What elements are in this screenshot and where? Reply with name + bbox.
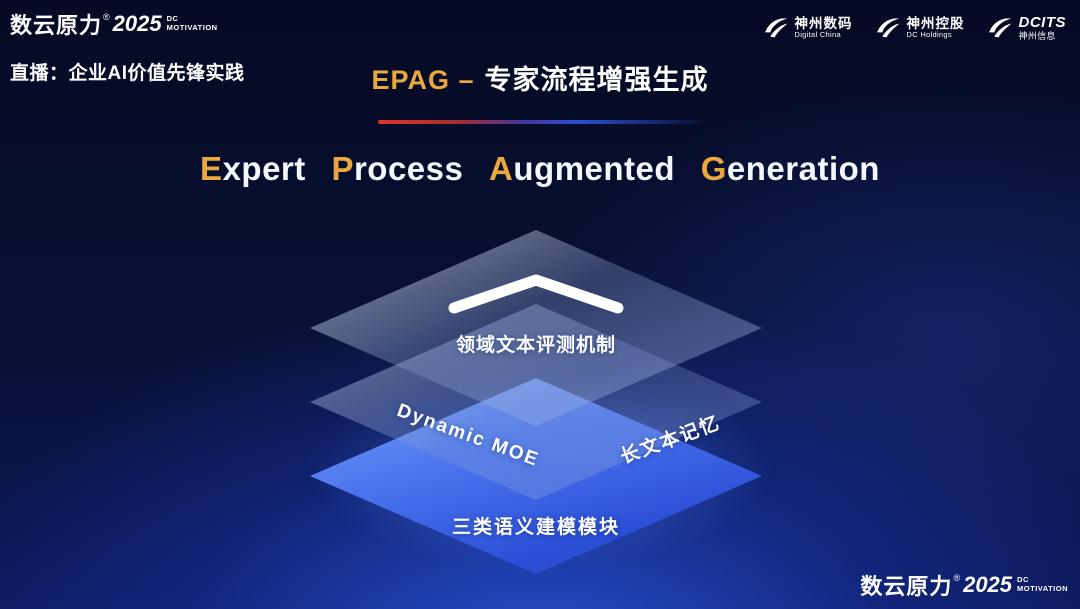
brand-sub-dc: DC bbox=[166, 14, 179, 24]
partner-subname: 神州信息 bbox=[1018, 31, 1056, 42]
brand-year: 2025 bbox=[112, 11, 162, 36]
chevron-up-icon bbox=[448, 274, 624, 314]
brand-sub-dc: DC bbox=[1017, 575, 1029, 585]
partner-text: 神州控股 DC Holdings bbox=[907, 16, 965, 40]
subtitle-word-initial: A bbox=[489, 150, 514, 187]
brand-name: 数云原力 bbox=[10, 13, 103, 38]
layer-semantic-label: 三类语义建模模块 bbox=[451, 517, 620, 538]
subtitle-word-initial: G bbox=[700, 150, 727, 187]
subtitle-word-initial: E bbox=[200, 150, 223, 187]
title-underline bbox=[378, 120, 702, 124]
partner-logo-dcits: DCITS 神州信息 bbox=[987, 14, 1067, 42]
subtitle-word: Expert bbox=[200, 150, 306, 187]
layer-stack: 领域文本评测机制 Dynamic MOE 长文本记忆 三类语义建模模块 bbox=[310, 230, 762, 575]
subtitle-word: Generation bbox=[701, 150, 880, 187]
subtitle-word-rest: xpert bbox=[222, 150, 306, 187]
brand-registered-mark: ® bbox=[953, 573, 961, 583]
partner-text: DCITS 神州信息 bbox=[1019, 14, 1067, 42]
partner-logo-digital-china: 神州数码 Digital China bbox=[763, 15, 853, 41]
brand-subtext: DC MOTIVATION bbox=[1017, 576, 1068, 593]
partner-logo-dc-holdings: 神州控股 DC Holdings bbox=[875, 15, 965, 41]
partner-subname: DC Holdings bbox=[906, 30, 952, 40]
partner-logos: 神州数码 Digital China 神州控股 DC Holdings DCIT… bbox=[763, 14, 1067, 42]
brand-logo-bottom: 数云原力 ® 2025 DC MOTIVATION bbox=[860, 569, 1068, 601]
swoosh-icon bbox=[876, 18, 900, 38]
swoosh-icon bbox=[988, 18, 1012, 38]
partner-subname: Digital China bbox=[794, 30, 841, 40]
subtitle-word-rest: ugmented bbox=[513, 150, 676, 187]
brand-year: 2025 bbox=[963, 572, 1013, 597]
subtitle-word-rest: rocess bbox=[353, 150, 464, 187]
swoosh-icon bbox=[764, 18, 788, 38]
partner-name: 神州控股 bbox=[906, 15, 965, 31]
subtitle: Expert Process Augmented Generation bbox=[0, 150, 1080, 188]
subtitle-word-initial: P bbox=[331, 150, 354, 187]
brand-logo-top: 数云原力 ® 2025 DC MOTIVATION bbox=[10, 8, 218, 40]
brand-name: 数云原力 bbox=[860, 574, 953, 599]
title-accent: EPAG – bbox=[371, 65, 475, 95]
brand-sub-motivation: MOTIVATION bbox=[1017, 584, 1068, 593]
subtitle-word-rest: eneration bbox=[726, 150, 880, 187]
partner-name: DCITS bbox=[1018, 14, 1066, 31]
partner-name: 神州数码 bbox=[794, 15, 853, 31]
page-title: EPAG – 专家流程增强生成 bbox=[0, 58, 1080, 97]
live-stream-label: 直播：企业AI价值先锋实践 bbox=[10, 63, 245, 84]
subtitle-word: Augmented bbox=[489, 150, 675, 187]
brand-subtext: DC MOTIVATION bbox=[167, 15, 218, 32]
partner-text: 神州数码 Digital China bbox=[795, 16, 853, 40]
brand-sub-motivation: MOTIVATION bbox=[166, 23, 218, 32]
subtitle-word: Process bbox=[331, 150, 463, 187]
brand-registered-mark: ® bbox=[103, 12, 110, 22]
layer-evaluation-label: 领域文本评测机制 bbox=[455, 335, 616, 356]
title-text: 专家流程增强生成 bbox=[484, 65, 709, 95]
